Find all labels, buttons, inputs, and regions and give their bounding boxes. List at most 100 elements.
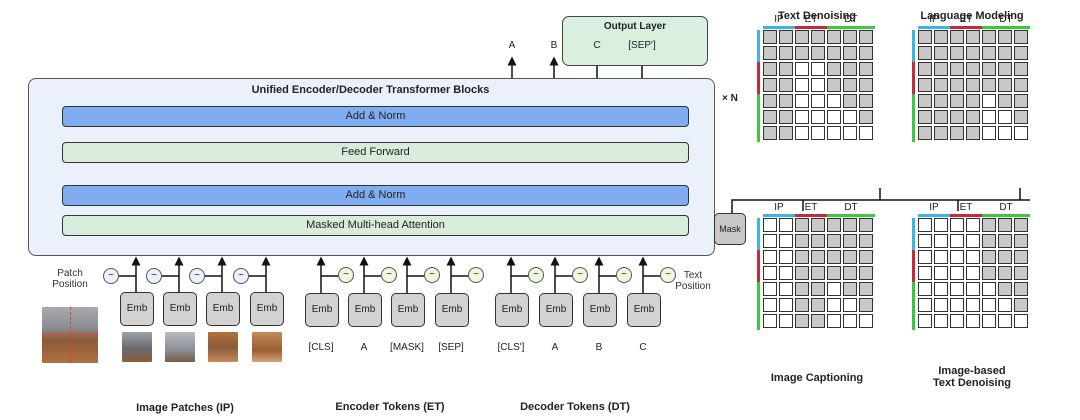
mask-cell-attend: [811, 250, 825, 264]
column-group-label: IP: [929, 202, 939, 213]
mask-cell-masked: [950, 282, 964, 296]
encoder-token-label: [CLS]: [308, 342, 334, 353]
text-position-icon: ~: [616, 267, 632, 283]
decoder-token-label: B: [595, 342, 603, 353]
mask-cell-attend: [859, 266, 873, 280]
column-group-label: DT: [844, 202, 858, 213]
mask-cell-attend: [998, 250, 1012, 264]
mask-cell-attend: [811, 266, 825, 280]
mask-cell-masked: [934, 282, 948, 296]
mask-cell-masked: [843, 110, 857, 124]
feed-forward-layer: Feed Forward: [62, 142, 689, 163]
image-patch-thumbnail: [165, 332, 195, 362]
mask-cell-attend: [1014, 266, 1028, 280]
mask-cell-attend: [998, 62, 1012, 76]
mask-cell-attend: [950, 46, 964, 60]
row-group-bar: [757, 218, 760, 250]
output-label-a: A: [508, 40, 516, 51]
mask-cell-masked: [843, 298, 857, 312]
mask-grid-title: Text Denoising: [777, 10, 857, 22]
column-group-label: DT: [844, 14, 858, 25]
output-label-c: C: [593, 40, 601, 51]
column-group-label: IP: [774, 14, 784, 25]
mask-grid-title: Language Modeling: [920, 10, 1024, 22]
mask-cell-masked: [859, 126, 873, 140]
mask-cell-attend: [1014, 62, 1028, 76]
emb-box-encoder-token: Emb: [391, 293, 425, 327]
mask-cell-masked: [982, 314, 996, 328]
mask-cell-masked: [982, 282, 996, 296]
mask-cell-attend: [982, 266, 996, 280]
mask-cell-attend: [998, 94, 1012, 108]
mask-cell-attend: [859, 62, 873, 76]
mask-cell-masked: [795, 62, 809, 76]
mask-cell-attend: [763, 62, 777, 76]
mask-cell-masked: [795, 110, 809, 124]
column-group-label: DT: [999, 14, 1013, 25]
mask-cell-masked: [950, 218, 964, 232]
mask-cell-attend: [934, 46, 948, 60]
mask-cell-masked: [918, 234, 932, 248]
image-patch-thumbnail: [208, 332, 238, 362]
mask-cell-attend: [950, 126, 964, 140]
text-position-icon: ~: [660, 267, 676, 283]
emb-box-image-patch: Emb: [163, 292, 197, 326]
mask-cell-masked: [763, 282, 777, 296]
text-position-icon: ~: [381, 267, 397, 283]
text-position-icon: ~: [528, 267, 544, 283]
mask-cell-attend: [795, 266, 809, 280]
mask-cell-masked: [934, 218, 948, 232]
mask-cell-attend: [918, 62, 932, 76]
mask-cell-masked: [763, 314, 777, 328]
mask-cell-attend: [843, 250, 857, 264]
mask-cell-attend: [763, 78, 777, 92]
mask-grid-title: Image Captioning: [770, 372, 864, 384]
mask-cell-attend: [934, 78, 948, 92]
column-group-label: ET: [959, 14, 973, 25]
mask-cell-attend: [811, 282, 825, 296]
mask-cell-attend: [1014, 30, 1028, 44]
mask-cell-attend: [998, 282, 1012, 296]
patch-position-label: Patch Position: [52, 268, 88, 290]
full-image: [42, 307, 98, 363]
mask-cell-masked: [966, 298, 980, 312]
decoder-token-label: [CLS']: [497, 342, 525, 353]
mask-cell-attend: [1014, 234, 1028, 248]
emb-box-image-patch: Emb: [206, 292, 240, 326]
mask-cell-masked: [763, 266, 777, 280]
mask-cell-masked: [966, 314, 980, 328]
mask-cell-attend: [843, 62, 857, 76]
mask-cell-masked: [934, 234, 948, 248]
row-group-bar: [912, 218, 915, 250]
row-group-bar: [757, 30, 760, 62]
mask-cell-attend: [1014, 250, 1028, 264]
emb-box-decoder-token: Emb: [627, 293, 661, 327]
mask-cell-attend: [950, 30, 964, 44]
encoder-token-label: [SEP]: [438, 342, 464, 353]
mask-cell-masked: [966, 218, 980, 232]
mask-cell-attend: [795, 234, 809, 248]
emb-box-image-patch: Emb: [250, 292, 284, 326]
mask-cell-attend: [950, 62, 964, 76]
image-patch-thumbnail: [252, 332, 282, 362]
mask-cell-masked: [779, 298, 793, 312]
mask-cell-masked: [763, 218, 777, 232]
mask-cell-masked: [795, 94, 809, 108]
decoder-token-label: A: [551, 342, 559, 353]
mask-cell-masked: [811, 110, 825, 124]
mask-cell-masked: [811, 62, 825, 76]
mask-cell-attend: [859, 282, 873, 296]
text-position-icon: ~: [424, 267, 440, 283]
mask-cell-attend: [827, 62, 841, 76]
mask-cell-attend: [1014, 282, 1028, 296]
row-group-bar: [757, 94, 760, 142]
mask-cell-masked: [982, 126, 996, 140]
transformer-title: Unified Encoder/Decoder Transformer Bloc…: [251, 84, 490, 96]
mask-cell-attend: [982, 234, 996, 248]
column-group-bar: [763, 214, 795, 217]
mask-cell-masked: [950, 234, 964, 248]
mask-cell-masked: [811, 94, 825, 108]
mask-cell-masked: [1014, 126, 1028, 140]
mask-cell-attend: [1014, 218, 1028, 232]
mask-cell-attend: [827, 234, 841, 248]
